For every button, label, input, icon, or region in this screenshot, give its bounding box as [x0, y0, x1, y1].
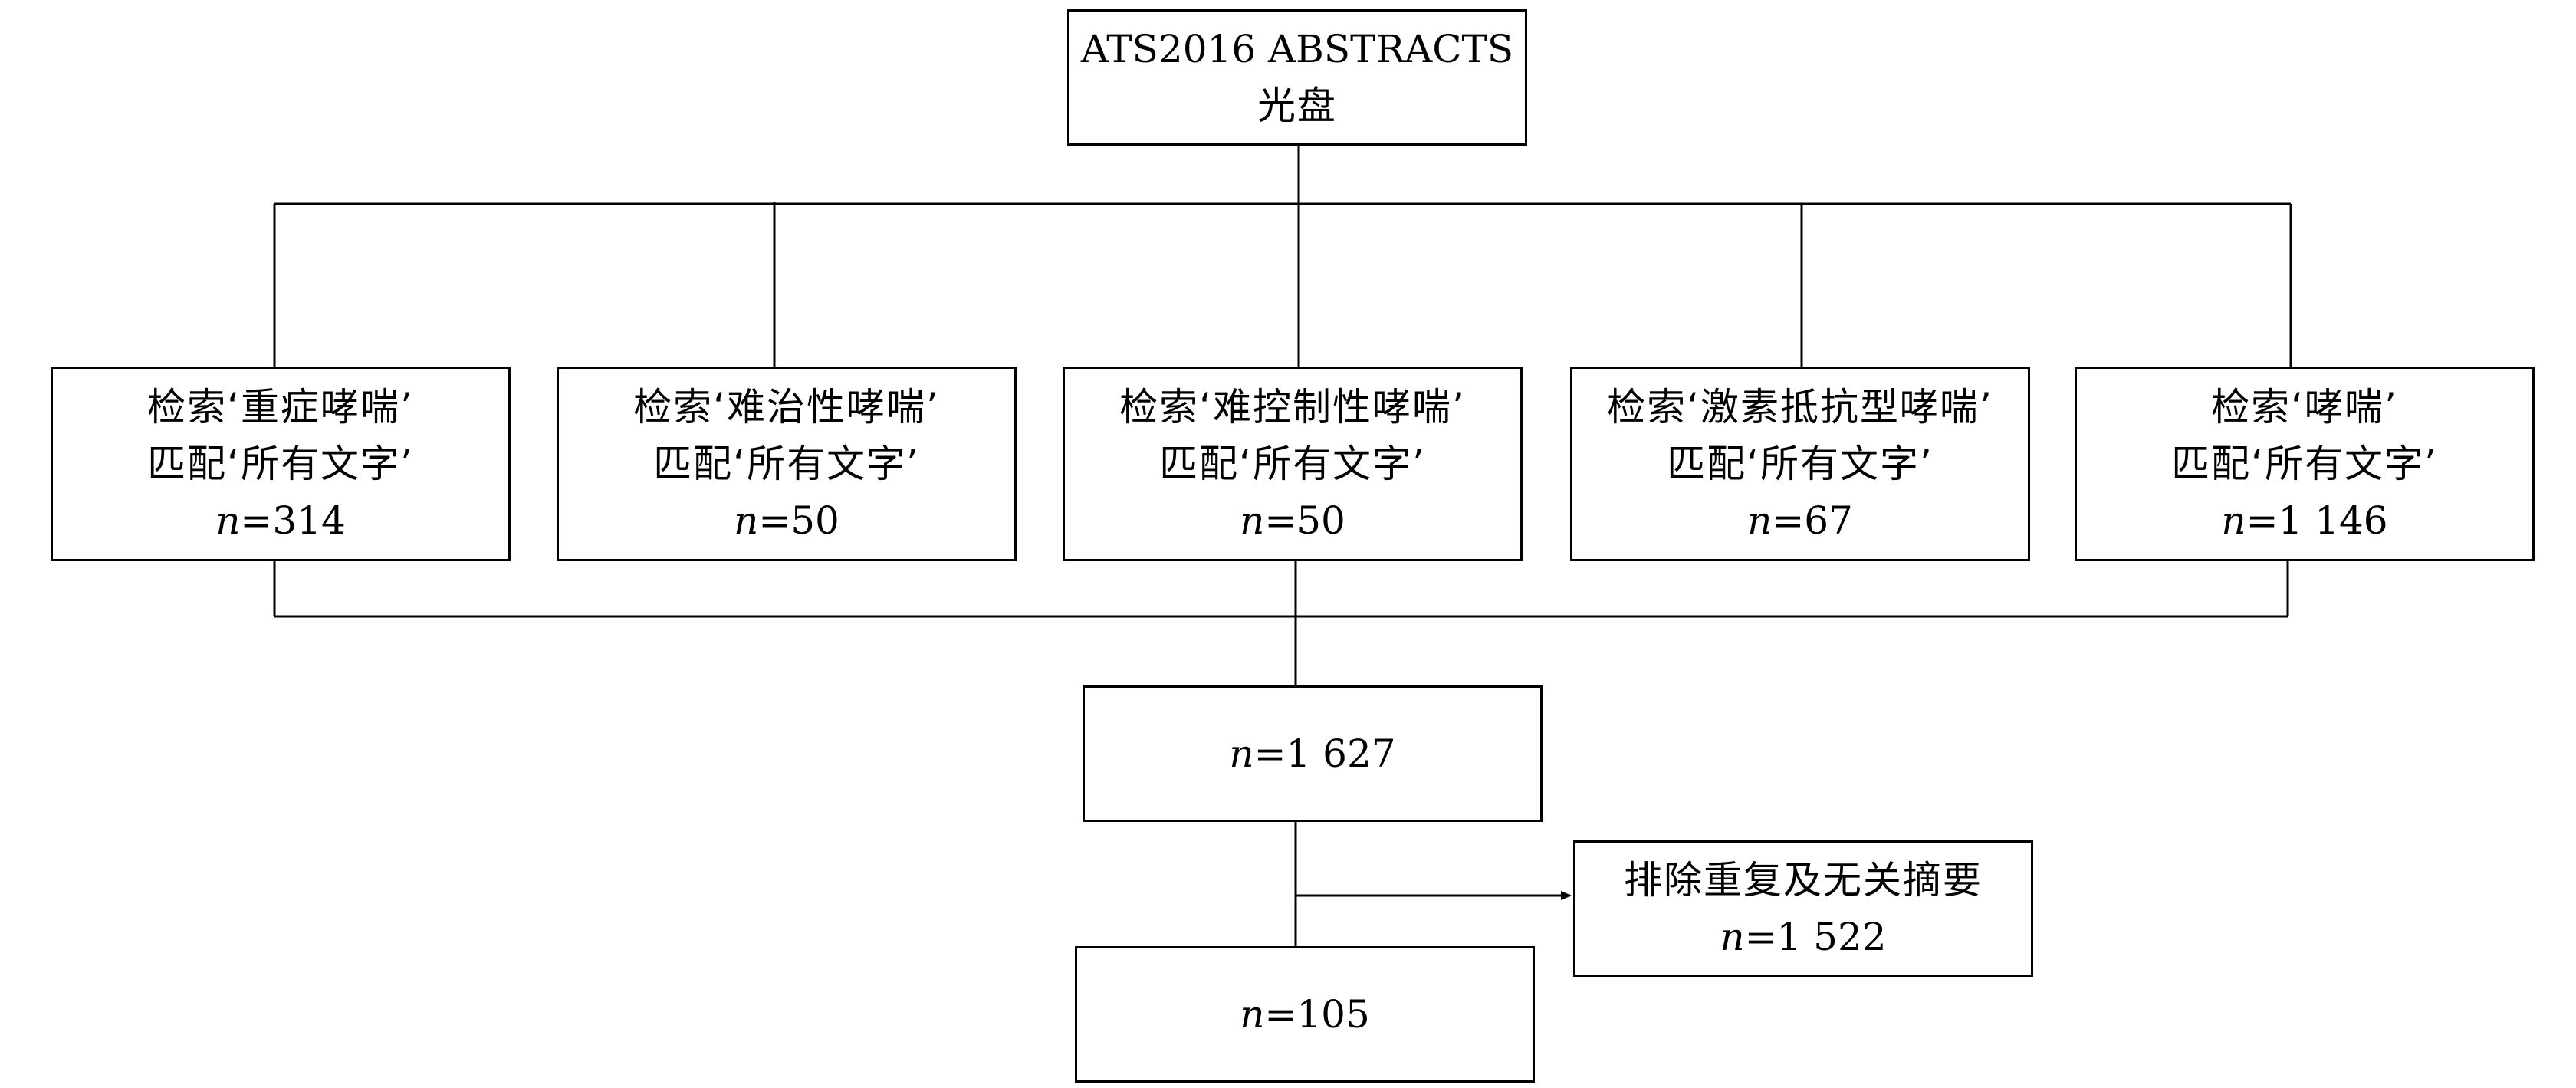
count-symbol: n: [2221, 498, 2246, 543]
search-count: n=50: [1240, 492, 1346, 549]
search-query: 检索‘难控制性哮喘’: [1119, 385, 1466, 429]
excluded-count: n=1 522: [1720, 909, 1886, 965]
search-match: 匹配‘所有文字’: [1667, 442, 1934, 486]
excluded-label: 排除重复及无关摘要: [1624, 858, 1983, 902]
count-value: =1 522: [1744, 915, 1887, 959]
search-box-refractory-asthma: 检索‘难治性哮喘’ 匹配‘所有文字’ n=50: [557, 367, 1017, 561]
count-symbol: n: [1747, 498, 1773, 543]
source-title: ATS2016 ABSTRACTS: [1080, 27, 1514, 71]
count-value: =67: [1772, 498, 1853, 543]
search-count: n=67: [1747, 492, 1853, 549]
count-value: =50: [758, 498, 840, 543]
merged-count: n=1 627: [1229, 725, 1395, 782]
search-box-asthma: 检索‘哮喘’ 匹配‘所有文字’ n=1 146: [2075, 367, 2535, 561]
search-box-steroid-resistant-asthma: 检索‘激素抵抗型哮喘’ 匹配‘所有文字’ n=67: [1570, 367, 2030, 561]
search-match: 匹配‘所有文字’: [653, 442, 920, 486]
search-query: 检索‘重症哮喘’: [147, 385, 414, 429]
merged-box: n=1 627: [1083, 685, 1543, 822]
final-count: n=105: [1240, 986, 1370, 1043]
search-match: 匹配‘所有文字’: [147, 442, 414, 486]
search-query: 检索‘哮喘’: [2211, 385, 2398, 429]
search-query: 检索‘激素抵抗型哮喘’: [1607, 385, 1993, 429]
source-box: ATS2016 ABSTRACTS 光盘: [1067, 9, 1527, 146]
count-value: =314: [240, 498, 346, 543]
count-value: =1 146: [2246, 498, 2388, 543]
search-box-severe-asthma: 检索‘重症哮喘’ 匹配‘所有文字’ n=314: [51, 367, 511, 561]
count-value: =50: [1264, 498, 1346, 543]
search-match: 匹配‘所有文字’: [2171, 442, 2438, 486]
search-box-difficult-asthma: 检索‘难控制性哮喘’ 匹配‘所有文字’ n=50: [1063, 367, 1523, 561]
count-symbol: n: [1229, 731, 1254, 776]
search-count: n=1 146: [2221, 492, 2387, 549]
count-symbol: n: [1720, 915, 1745, 959]
count-value: =1 627: [1254, 731, 1396, 776]
search-count: n=314: [215, 492, 346, 549]
search-query: 检索‘难治性哮喘’: [633, 385, 940, 429]
final-box: n=105: [1075, 946, 1535, 1083]
count-symbol: n: [1240, 498, 1265, 543]
source-subtitle: 光盘: [1257, 84, 1337, 128]
count-symbol: n: [215, 498, 241, 543]
count-symbol: n: [1240, 992, 1265, 1037]
excluded-box: 排除重复及无关摘要 n=1 522: [1573, 840, 2033, 977]
search-count: n=50: [734, 492, 840, 549]
count-value: =105: [1264, 992, 1370, 1037]
count-symbol: n: [734, 498, 759, 543]
search-match: 匹配‘所有文字’: [1159, 442, 1426, 486]
